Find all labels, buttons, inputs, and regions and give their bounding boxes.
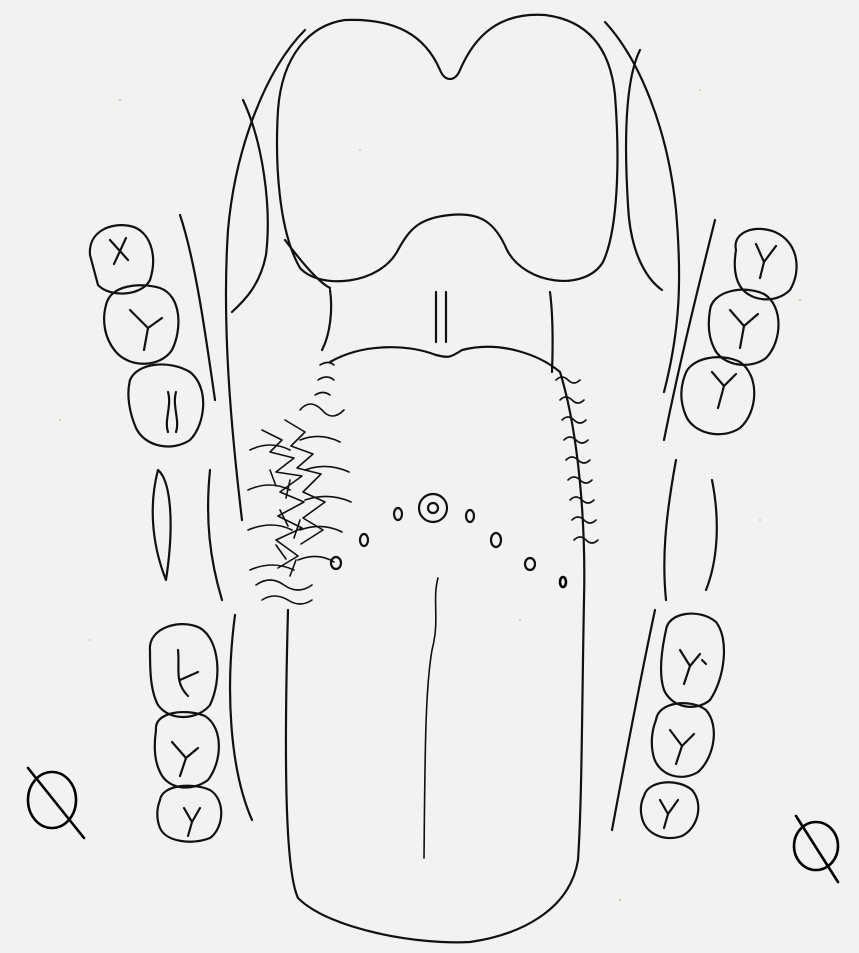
left-upper-molars [90,225,203,446]
right-lower-molars [641,614,724,838]
left-tonsillar-pillar [232,100,268,312]
right-soft-palate [550,292,553,372]
lesion-left [248,363,351,605]
left-empty-set-symbol [28,768,84,838]
palate-outline [277,15,617,282]
tongue-median-sulcus [424,578,438,858]
right-cheek-lines [612,220,717,830]
uvula [436,292,446,342]
lesion-right [556,377,598,543]
right-upper-molars [681,229,796,434]
left-soft-palate [322,290,331,350]
left-lower-molars [150,624,221,842]
right-empty-set-symbol [794,816,838,882]
papillae [331,494,566,587]
tongue-outline [286,347,584,943]
